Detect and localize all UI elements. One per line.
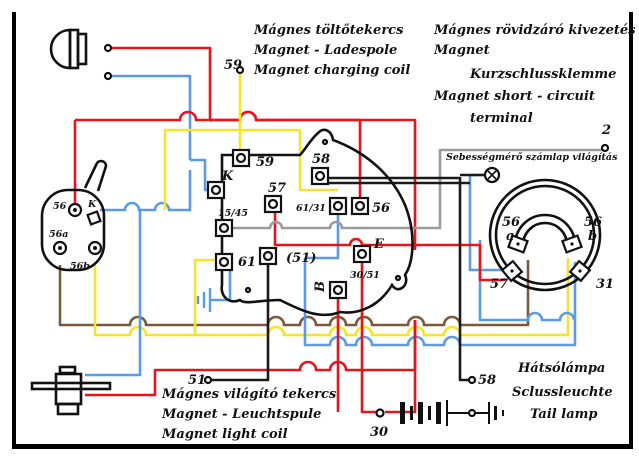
wire-red-3051 <box>360 255 380 414</box>
label-mag-k: K <box>221 169 234 184</box>
terminal-51 <box>203 375 213 385</box>
legend-line: Magnet - Leuchtspule <box>161 407 321 422</box>
terminal-2 <box>600 143 610 153</box>
label-hl-56b: 56 <box>584 215 602 230</box>
light-switch: 56 K 56a 56b <box>40 159 108 272</box>
legend-tail-lamp: Hátsólámpa Sclussleuchte Tail lamp <box>512 361 613 422</box>
label-mag-b: B <box>313 281 328 293</box>
label-mag-57: 57 <box>268 181 286 196</box>
wire-red-top <box>108 46 417 250</box>
legend-charging-coil: Mágnes töltőtekercs Magnet - Ladespole M… <box>253 23 410 78</box>
wire-yellow-lines <box>163 128 338 210</box>
label-hl-31: 31 <box>596 277 614 292</box>
diagram-frame <box>12 12 633 449</box>
legend-light-coil: Mágnes világító tekercs Magnet - Leuchts… <box>161 387 337 442</box>
legend-line: Mágnes világító tekercs <box>161 387 337 402</box>
wire-red-30 <box>385 320 417 414</box>
label-sw-56: 56 <box>53 201 67 212</box>
legend-line: Sclussleuchte <box>512 385 613 400</box>
legend-short-circuit: Mágnes rövidzáró kivezetés Magnet Kurzsc… <box>433 23 636 126</box>
label-hl-57: 57 <box>490 277 508 292</box>
wire-red-plug <box>85 320 417 397</box>
label-58: 58 <box>478 373 496 388</box>
label-mag-30-51: 30/51 <box>350 270 380 281</box>
wire-blue-plug <box>85 210 142 377</box>
label-hl-a: a <box>506 229 514 244</box>
legend-line: Magnet - Ladespole <box>253 43 397 58</box>
legend-line: Magnet charging coil <box>253 63 410 78</box>
label-sw-k: K <box>87 199 97 210</box>
legend-line: Magnet <box>433 43 490 58</box>
speedo-lamp-icon <box>483 166 501 184</box>
label-51: 51 <box>188 373 206 388</box>
wire-brown-bus <box>58 260 530 327</box>
label-mag-61: 61 <box>238 255 256 270</box>
label-mag-56: 56 <box>372 201 390 216</box>
label-sw-56a: 56a <box>49 229 68 240</box>
legend-line: Mágnes rövidzáró kivezetés <box>433 23 636 38</box>
terminal-59 <box>235 65 245 75</box>
label-59: 59 <box>224 58 242 73</box>
terminal-30 <box>375 408 385 418</box>
wire-blue-bus <box>303 258 577 347</box>
wire-yellow-bus <box>93 258 570 337</box>
wire-blue-headlight <box>478 240 576 322</box>
label-mag-15-45: 15/45 <box>218 208 248 219</box>
legend-line: Hátsólámpa <box>517 361 605 376</box>
legend-line: Magnet short - circuit <box>433 89 595 104</box>
label-mag-59: 59 <box>256 155 274 170</box>
magneto-body <box>220 128 414 317</box>
label-2: 2 <box>601 123 611 138</box>
label-mag-61-31: 61/31 <box>296 203 326 214</box>
wire-yellow-61 <box>193 258 218 335</box>
label-mag-51: (51) <box>286 251 316 266</box>
legend-line: Tail lamp <box>530 407 597 422</box>
magneto-terminals <box>206 148 372 300</box>
headlight: 56 a 56 b 57 31 <box>488 178 614 292</box>
legend-speedo-light: Sebességmérő számlap világítás <box>446 152 618 163</box>
label-30: 30 <box>370 425 388 440</box>
legend-line: terminal <box>470 111 533 126</box>
connector-plug <box>30 365 112 416</box>
wire-blue-left <box>100 170 192 212</box>
legend-line: Kurzschlussklemme <box>469 67 616 82</box>
wire-red-57 <box>273 210 505 282</box>
label-hl-b: b <box>588 229 597 244</box>
label-mag-58: 58 <box>312 152 330 167</box>
wire-blue-6131 <box>305 210 340 260</box>
label-mag-e: E <box>373 237 385 252</box>
label-hl-56a: 56 <box>502 215 520 230</box>
legend-line: Magnet light coil <box>161 427 288 442</box>
battery-icon <box>400 400 504 426</box>
legend-line: Mágnes töltőtekercs <box>253 23 404 38</box>
horn-icon <box>49 28 113 81</box>
wire-black-51 <box>210 258 270 382</box>
terminal-58 <box>467 375 477 385</box>
wire-grey <box>222 148 605 230</box>
wire-blue-horn <box>108 74 192 160</box>
label-sw-56b: 56b <box>70 261 90 272</box>
ground-icon <box>196 288 212 312</box>
